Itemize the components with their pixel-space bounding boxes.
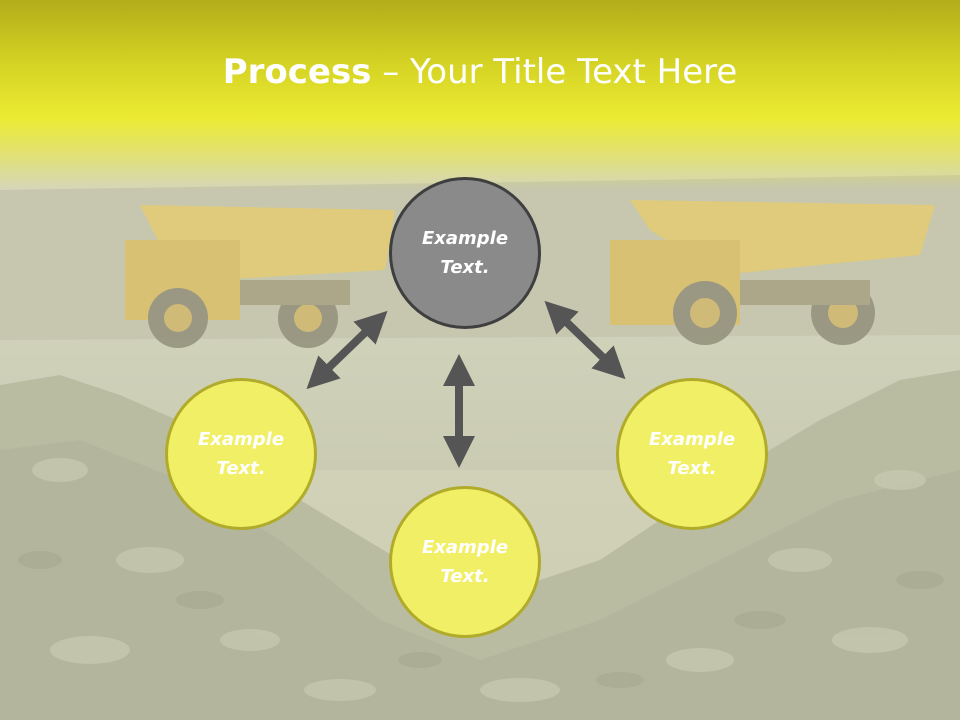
circle-right[interactable]: Example Text. (616, 378, 768, 530)
title-bold-part: Process (222, 52, 372, 92)
right-dump-truck (610, 200, 935, 345)
circle-top[interactable]: Example Text. (389, 177, 541, 329)
circle-bottom[interactable]: Example Text. (389, 486, 541, 638)
slide-title[interactable]: Process – Your Title Text Here (0, 52, 960, 92)
circle-bottom-text: Example Text. (421, 537, 509, 587)
circle-top-text: Example Text. (421, 228, 509, 278)
arrow-top-left (306, 310, 388, 390)
circle-right-text: Example Text. (648, 429, 736, 479)
circle-left-text: Example Text. (197, 429, 285, 479)
arrow-top-right (544, 300, 626, 380)
circle-left[interactable]: Example Text. (165, 378, 317, 530)
title-rest-part: – Your Title Text Here (371, 52, 738, 92)
title-band (0, 0, 960, 190)
